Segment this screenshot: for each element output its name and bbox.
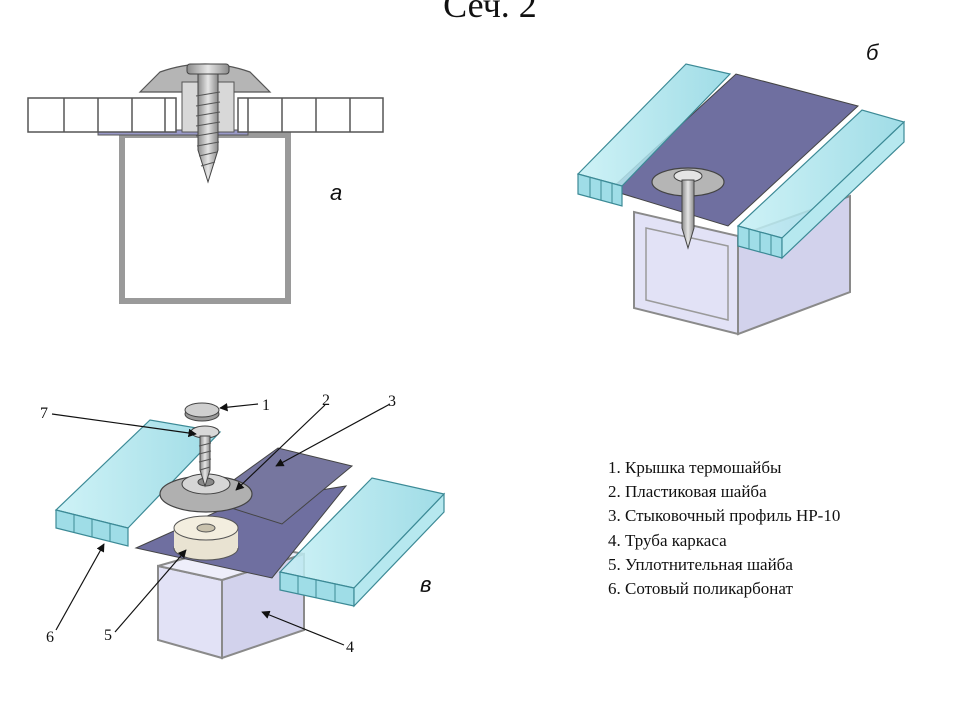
legend-item: 2. Пластиковая шайба [608,482,767,502]
parts-legend: 1. Крышка термошайбы 2. Пластиковая шайб… [608,456,840,601]
callout-1: 1 [262,397,270,414]
callout-3: 3 [388,393,396,410]
callout-lines [51,403,391,646]
callout-numbers: 1 2 3 4 5 6 7 [40,392,396,656]
callout-4: 4 [346,639,354,656]
figure-b-assembled [576,63,906,336]
screw-iso [681,179,695,250]
polycarbonate-panel-left-iso [576,63,732,207]
polycarbonate-panel-left-exploded [54,419,222,547]
screw-head [186,63,230,75]
polycarbonate-panel-left [27,97,177,133]
polycarbonate-panel-right-exploded [278,477,446,608]
legend-item: 5. Уплотнительная шайба [608,554,793,574]
polycarbonate-panel-right [237,97,384,133]
frame-tube-exploded [157,564,223,660]
figure-a-section [27,63,384,304]
polycarbonate-panel-right-iso [736,109,906,260]
callout-2: 2 [322,392,330,409]
diagram-title: Сеч. 2 [443,0,537,25]
callout-5: 5 [104,627,112,644]
legend-item: 4. Труба каркаса [608,530,727,550]
legend-item: 6. Сотовый поликарбонат [608,579,793,599]
figure-label-b: б [866,40,879,65]
legend-item: 3. Стыковочный профиль НР-10 [608,506,841,526]
callout-6: 6 [46,629,54,646]
legend-item: 1. Крышка термошайбы [608,458,782,477]
figure-label-c: в [420,572,432,597]
thermo-washer-cap [184,402,220,418]
figure-label-a: а [330,180,343,205]
callout-7: 7 [40,405,48,422]
figure-c-exploded [54,402,446,660]
